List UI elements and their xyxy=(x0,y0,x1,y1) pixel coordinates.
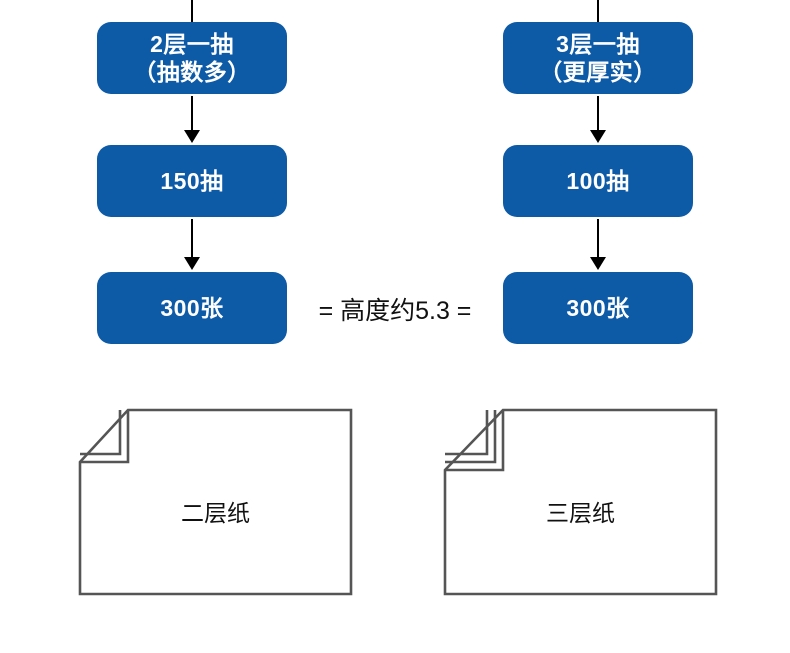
paper-illustration-three-ply: 三层纸 xyxy=(443,408,718,596)
arrow-head xyxy=(184,130,200,143)
paper-illustration-two-ply: 二层纸 xyxy=(78,408,353,596)
fold-layer-3 xyxy=(445,410,489,456)
arrow-right-upper xyxy=(588,96,608,144)
arrow-shaft xyxy=(597,219,599,258)
arrow-head xyxy=(590,130,606,143)
connector-top-right xyxy=(597,0,599,23)
fold-layer-1 xyxy=(445,410,505,472)
node-left-count: 150抽 xyxy=(97,145,287,217)
arrow-shaft xyxy=(191,96,193,131)
two-ply-paper-icon xyxy=(78,408,353,596)
two-ply-paper-label: 二层纸 xyxy=(181,500,250,526)
sheet-outline xyxy=(78,408,353,596)
fold-layer-1 xyxy=(80,410,130,464)
arrow-right-lower xyxy=(588,219,608,271)
three-ply-paper-label: 三层纸 xyxy=(546,500,615,526)
node-right-sheets: 300张 xyxy=(503,272,693,344)
arrow-head xyxy=(184,257,200,270)
arrow-shaft xyxy=(191,219,193,258)
node-left-header-line2: （抽数多） xyxy=(133,59,251,85)
equation-text: = 高度约5.3 = xyxy=(318,297,472,325)
node-right-sheets-label: 300张 xyxy=(566,294,630,321)
node-right-header-line2: （更厚实） xyxy=(539,59,657,85)
node-right-header: 3层一抽 （更厚实） xyxy=(503,22,693,94)
node-right-header-line1: 3层一抽 xyxy=(556,30,640,57)
arrow-left-lower xyxy=(182,219,202,271)
arrow-head xyxy=(590,257,606,270)
three-ply-paper-icon xyxy=(443,408,718,596)
node-left-header: 2层一抽 （抽数多） xyxy=(97,22,287,94)
arrow-left-upper xyxy=(182,96,202,144)
node-right-count-label: 100抽 xyxy=(566,167,630,194)
fold-layer-2 xyxy=(80,410,122,456)
node-left-sheets: 300张 xyxy=(97,272,287,344)
connector-top-left xyxy=(191,0,193,23)
fold-layer-2 xyxy=(445,410,497,464)
node-left-header-line1: 2层一抽 xyxy=(150,30,234,57)
node-left-sheets-label: 300张 xyxy=(160,294,224,321)
arrow-shaft xyxy=(597,96,599,131)
node-left-count-label: 150抽 xyxy=(160,167,224,194)
node-right-count: 100抽 xyxy=(503,145,693,217)
sheet-outline xyxy=(443,408,718,596)
